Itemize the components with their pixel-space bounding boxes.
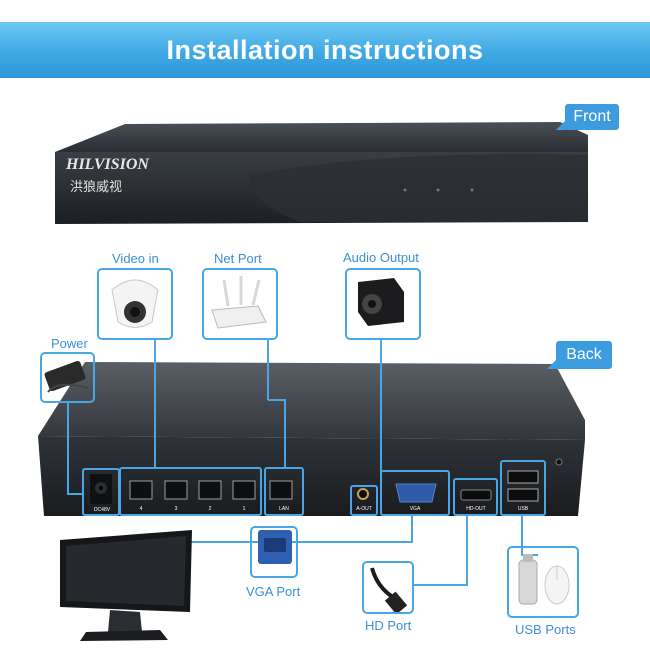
hd-port-label: HD Port — [365, 618, 412, 633]
speaker-frame — [345, 268, 421, 340]
poe-label-4: 4 — [139, 506, 143, 512]
poe-label-1: 1 — [242, 506, 246, 512]
audio-output-label: Audio Output — [343, 250, 419, 265]
net-port-label: Net Port — [214, 251, 262, 266]
hdmi-cable-icon — [370, 567, 408, 615]
lan-port-box — [264, 467, 304, 516]
vga-cable-icon — [258, 530, 292, 564]
brand-logo-cn: 洪狼威视 — [70, 180, 123, 195]
usb-ports-label: USB Ports — [515, 622, 576, 637]
camera-frame — [97, 268, 173, 340]
router-frame — [202, 268, 278, 340]
vga-frame — [250, 526, 298, 578]
poe-label-3: 3 — [174, 506, 178, 512]
power-adapter-icon — [44, 360, 89, 393]
power-frame — [40, 352, 95, 403]
banner-title: Installation instructions — [166, 35, 484, 65]
camera-icon — [111, 279, 159, 328]
vga-port-label: VGA Port — [246, 584, 301, 599]
power-label: Power — [51, 336, 88, 351]
usb-drive-icon — [518, 554, 538, 605]
usb-frame — [507, 546, 579, 618]
hdout-label: HD-OUT — [466, 506, 486, 512]
monitor-illustration — [60, 530, 192, 641]
vga-label: VGA — [409, 506, 421, 512]
nvr-front — [55, 122, 589, 224]
speaker-icon — [358, 278, 404, 326]
vga-port-box — [380, 470, 450, 516]
usb-mouse-icon — [544, 565, 570, 605]
title-banner: Installation instructions — [0, 22, 650, 78]
poe-ports-box — [119, 467, 262, 516]
video-in-label: Video in — [112, 251, 159, 266]
aout-port-box — [350, 485, 378, 516]
front-callout: Front — [556, 104, 619, 130]
router-icon — [211, 276, 267, 329]
usb-label: USB — [517, 506, 529, 512]
brand-logo: HILVISION — [66, 156, 149, 173]
poe-jacks — [129, 480, 293, 500]
dc-label: DC48V — [93, 507, 111, 513]
back-callout: Back — [547, 341, 612, 369]
usb-port-box — [500, 460, 546, 516]
lan-label: LAN — [279, 506, 289, 512]
poe-label-2: 2 — [208, 506, 212, 512]
connector-lines — [67, 339, 538, 586]
aout-label: A-OUT — [356, 506, 372, 512]
hdout-port-box — [453, 478, 498, 516]
hdmi-frame — [362, 561, 414, 614]
